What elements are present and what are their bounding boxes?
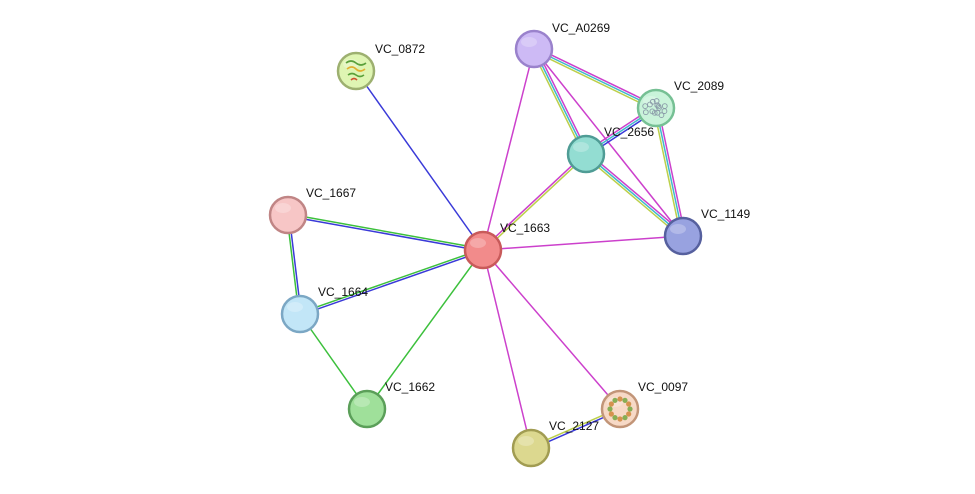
- edge-vc-1663-vc-0872: [355, 70, 484, 251]
- protein-structure-icon: [642, 98, 668, 118]
- edge-vc-a0269-vc-2089: [532, 46, 658, 111]
- node-label: VC_1664: [318, 285, 368, 299]
- node-vc-2656[interactable]: VC_2656: [566, 125, 654, 174]
- edge-line: [355, 70, 484, 251]
- edge-vc-a0269-vc-2656: [531, 47, 589, 156]
- edge-line: [482, 48, 535, 251]
- protein-structure-icon: [345, 60, 367, 81]
- node-circle[interactable]: [336, 51, 376, 91]
- edge-vc-1663-vc-2656: [481, 152, 588, 252]
- edge-line: [531, 49, 585, 156]
- node-circle[interactable]: [268, 195, 308, 235]
- node-circle[interactable]: [280, 294, 320, 334]
- edge-line: [532, 50, 656, 111]
- node-label: VC_1662: [385, 380, 435, 394]
- node-label: VC_1663: [500, 221, 550, 235]
- node-gloss: [518, 436, 534, 446]
- node-label: VC_0872: [375, 42, 425, 56]
- edge-vc-1663-vc-1667: [287, 213, 484, 252]
- edge-line: [657, 107, 686, 236]
- node-vc-1662[interactable]: VC_1662: [347, 380, 435, 429]
- edge-line: [481, 152, 586, 250]
- edge-vc-1663-vc-0097: [482, 249, 621, 410]
- edge-vc-2089-vc-1149: [653, 107, 686, 237]
- node-gloss: [521, 37, 537, 47]
- edge-vc-1664-vc-1662: [299, 313, 368, 410]
- node-gloss: [354, 397, 370, 407]
- node-gloss: [287, 302, 303, 312]
- edge-vc-1663-vc-1664: [299, 248, 484, 316]
- node-label: VC_1149: [701, 207, 750, 221]
- node-label: VC_A0269: [552, 21, 610, 35]
- node-gloss: [470, 238, 486, 248]
- node-circle[interactable]: [511, 428, 551, 468]
- edge-vc-1663-vc-1149: [482, 235, 684, 251]
- edge-line: [535, 47, 589, 154]
- edge-line: [584, 155, 683, 239]
- node-vc-2127[interactable]: VC_2127: [511, 419, 599, 468]
- node-vc-a0269[interactable]: VC_A0269: [514, 21, 610, 69]
- node-circle[interactable]: [347, 389, 387, 429]
- node-label: VC_2089: [674, 79, 724, 93]
- node-label: VC_2127: [549, 419, 599, 433]
- node-circle[interactable]: [636, 88, 676, 128]
- node-label: VC_1667: [306, 186, 356, 200]
- node-vc-0097[interactable]: VC_0097: [600, 380, 688, 429]
- node-circle[interactable]: [663, 216, 703, 256]
- edge-line: [653, 108, 682, 237]
- node-label: VC_0097: [638, 380, 688, 394]
- node-circle[interactable]: [463, 230, 503, 270]
- edge-vc-1663-vc-1662: [366, 249, 484, 410]
- edge-line: [482, 249, 621, 410]
- edge-vc-1663-vc-2127: [482, 249, 532, 449]
- node-gloss: [275, 203, 291, 213]
- node-circle[interactable]: [566, 134, 606, 174]
- node-circle[interactable]: [514, 29, 554, 69]
- node-gloss: [670, 224, 686, 234]
- node-layer: VC_1663 VC_A0269VC_0872VC_2089VC_2656VC_1…: [268, 21, 750, 468]
- edge-line: [287, 215, 483, 252]
- edge-line: [482, 249, 532, 449]
- edge-line: [655, 107, 684, 237]
- edge-line: [299, 313, 368, 410]
- edge-line: [483, 154, 588, 252]
- edge-line: [533, 48, 587, 155]
- node-vc-1667[interactable]: VC_1667: [268, 186, 356, 235]
- node-gloss: [573, 142, 589, 152]
- edge-line: [534, 46, 658, 107]
- node-vc-0872[interactable]: VC_0872: [336, 42, 425, 91]
- edge-line: [533, 48, 657, 109]
- node-vc-1149[interactable]: VC_1149: [663, 207, 750, 256]
- edge-vc-2656-vc-1149: [584, 151, 685, 239]
- protein-structure-icon: [607, 396, 633, 422]
- node-circle[interactable]: [600, 389, 640, 429]
- edge-line: [482, 235, 684, 251]
- node-label: VC_2656: [604, 125, 654, 139]
- edge-line: [585, 153, 684, 237]
- edge-line: [366, 249, 484, 410]
- node-vc-1663[interactable]: VC_1663: [463, 221, 550, 270]
- node-vc-2089[interactable]: VC_2089: [636, 79, 724, 128]
- edge-line: [300, 250, 484, 316]
- edge-line: [586, 151, 685, 235]
- edge-vc-1663-vc-a0269: [482, 48, 535, 251]
- node-vc-1664[interactable]: VC_1664: [280, 285, 368, 334]
- edge-line: [288, 213, 484, 250]
- edge-line: [299, 248, 483, 314]
